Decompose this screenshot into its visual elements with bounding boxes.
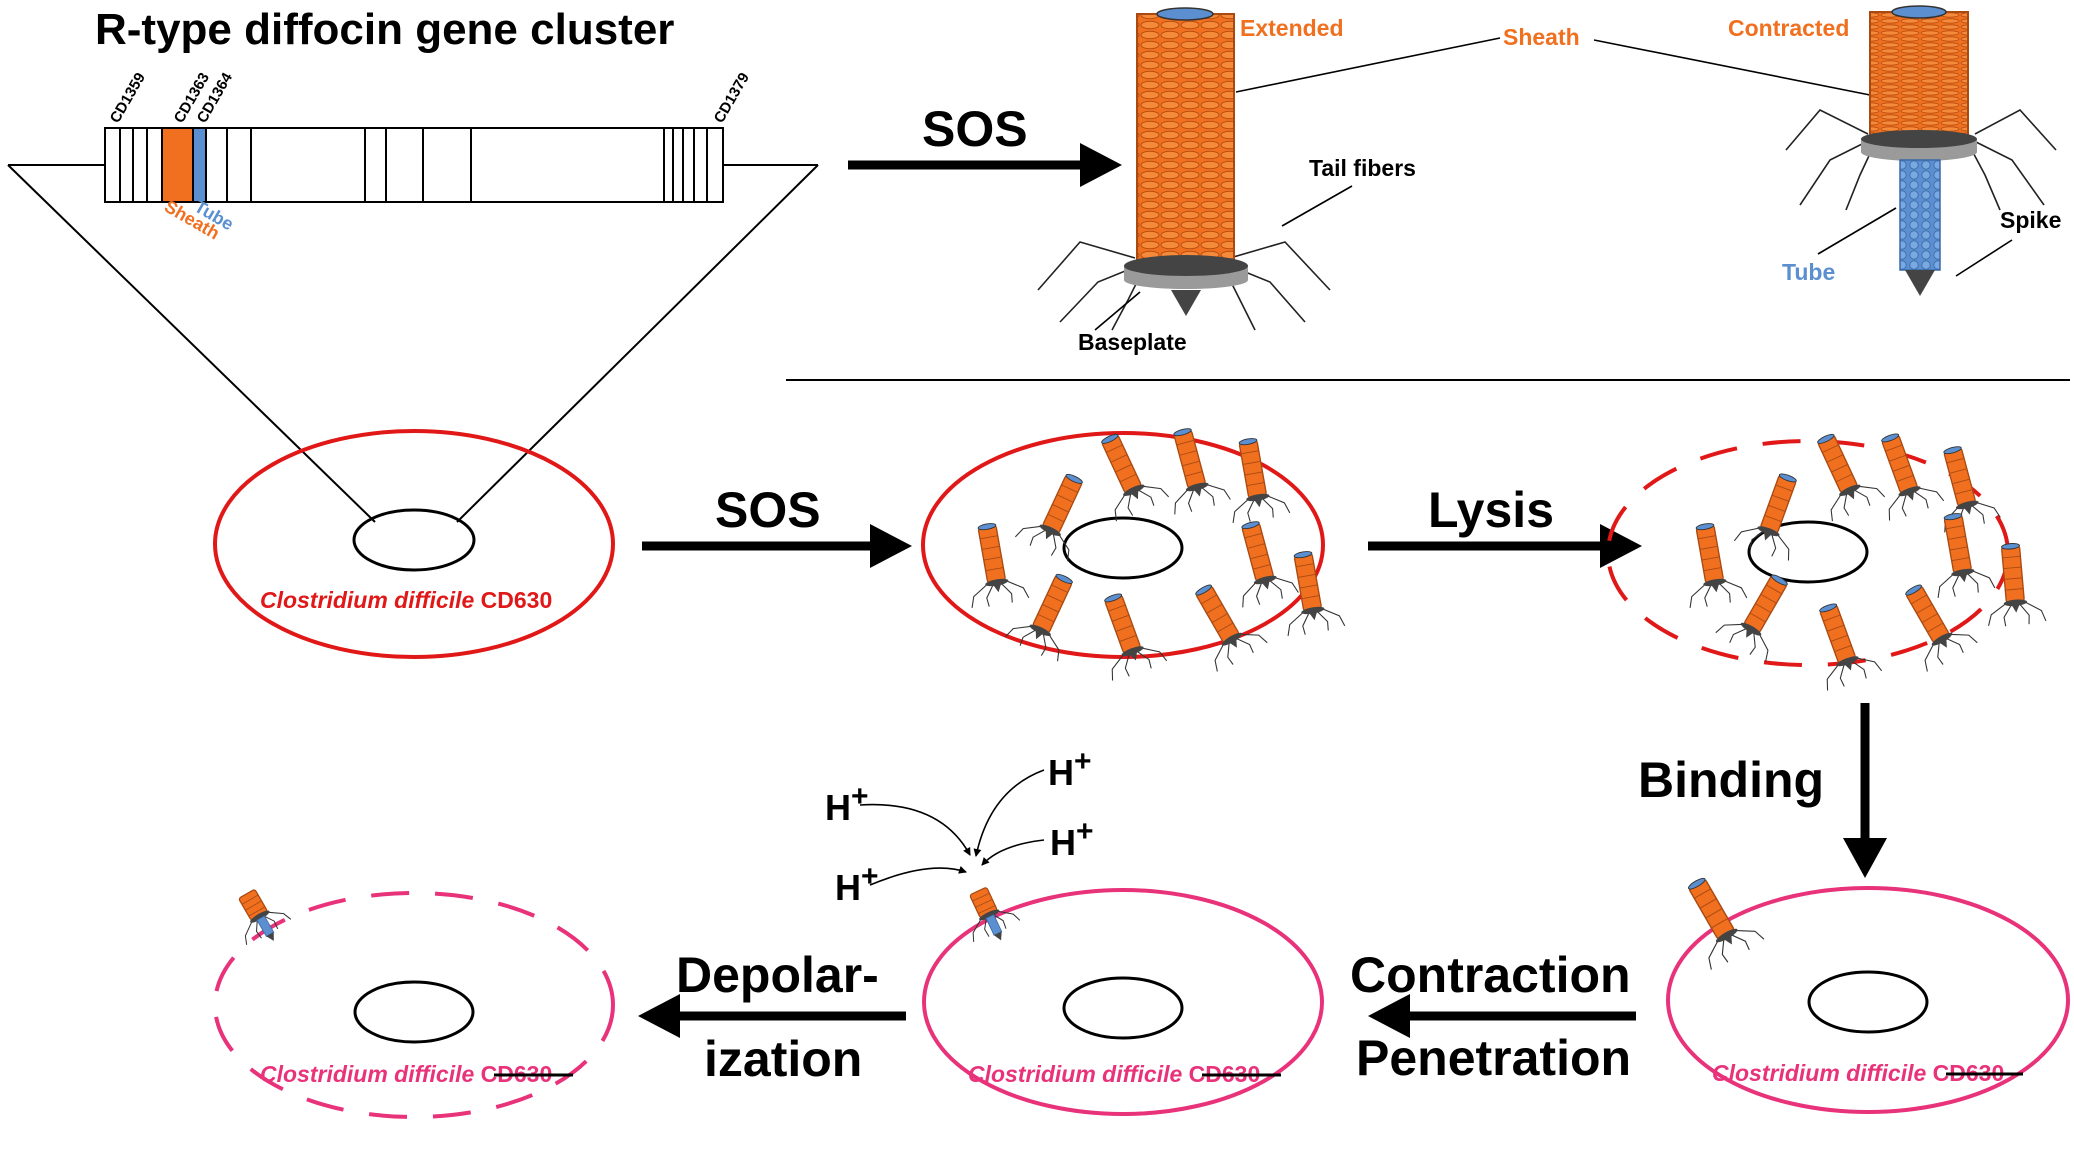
cell-penetrated: Clostridium difficile CD630 <box>922 879 1324 1116</box>
contracted-diffocin-particle <box>1785 5 2057 296</box>
cell-depolarized: Clostridium difficile CD630 <box>213 880 615 1119</box>
tail-fibers-label: Tail fibers <box>1309 155 1416 181</box>
extended-label: Extended <box>1240 15 1344 41</box>
proton-influx: H+ H+ H+ H+ <box>825 745 1094 908</box>
penetration-label: Penetration <box>1356 1030 1631 1086</box>
lysed-cell <box>1606 423 2047 693</box>
depolarization-label-1: Depolar- <box>676 947 879 1003</box>
baseplate-label: Baseplate <box>1078 329 1187 355</box>
lysis-label: Lysis <box>1428 482 1554 538</box>
sheath-gene <box>161 127 194 203</box>
cell-cd630: Clostridium difficile CD630 <box>213 429 615 659</box>
svg-text:H+: H+ <box>1048 745 1092 793</box>
contraction-label: Contraction <box>1350 947 1631 1003</box>
contracted-label: Contracted <box>1728 15 1849 41</box>
tube-gene <box>192 127 207 203</box>
sheath-label: Sheath <box>1503 24 1580 50</box>
extended-diffocin-particle <box>1037 7 1331 331</box>
cell-with-diffocins <box>921 421 1346 683</box>
svg-text:Clostridium difficile CD630: Clostridium difficile CD630 <box>260 587 552 613</box>
svg-text:H+: H+ <box>835 860 879 908</box>
sos-label-middle: SOS <box>715 482 821 538</box>
gene-label-cd1379: CD1379 <box>711 70 753 126</box>
gene-label-cd1359: CD1359 <box>107 70 149 126</box>
spike-label: Spike <box>2000 207 2061 233</box>
sos-label-top: SOS <box>922 101 1028 157</box>
cell-bound-diffocin: Clostridium difficile CD630 <box>1666 865 2070 1114</box>
depolarization-label-2: ization <box>704 1031 862 1087</box>
gene-cluster: CD1359 CD1363 CD1364 CD1379 Sheath Tube <box>7 69 819 523</box>
binding-label: Binding <box>1638 752 1824 808</box>
svg-text:H+: H+ <box>825 780 869 828</box>
tube-label: Tube <box>1782 259 1835 285</box>
cell-strain: CD630 <box>481 587 553 613</box>
figure-title: R-type diffocin gene cluster <box>95 5 674 54</box>
svg-text:H+: H+ <box>1050 815 1094 863</box>
cell-species: Clostridium difficile <box>260 587 474 613</box>
